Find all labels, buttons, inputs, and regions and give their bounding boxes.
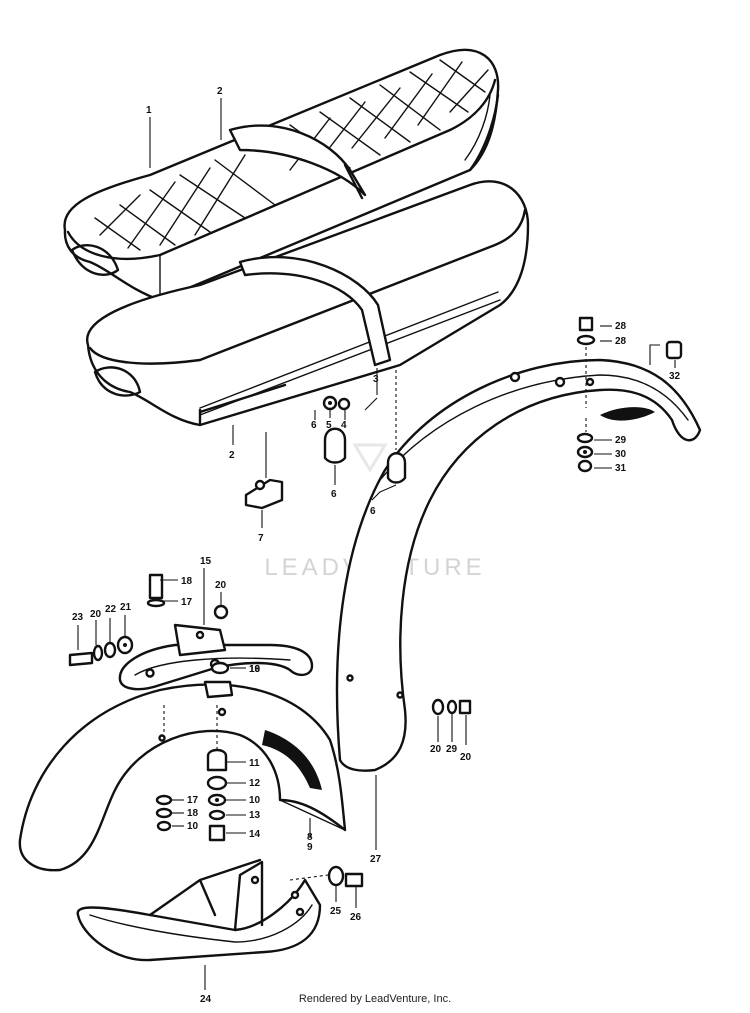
callout-20: 20 bbox=[430, 744, 442, 755]
callout-10: 10 bbox=[249, 795, 261, 806]
callout-15: 15 bbox=[200, 556, 212, 567]
callout-5: 5 bbox=[326, 420, 332, 431]
callout-17: 17 bbox=[181, 597, 193, 608]
callout-21: 21 bbox=[120, 602, 132, 613]
callout-28: 28 bbox=[615, 321, 627, 332]
callout-14: 14 bbox=[249, 829, 261, 840]
callout-25: 25 bbox=[330, 906, 342, 917]
callout-11: 11 bbox=[249, 758, 260, 769]
callout-8: 8 bbox=[307, 832, 313, 843]
callout-7: 7 bbox=[258, 533, 264, 544]
callout-3: 3 bbox=[373, 374, 379, 385]
fender-brace bbox=[118, 623, 314, 699]
footer-credit: Rendered by LeadVenture, Inc. bbox=[298, 993, 452, 1005]
callout-19: 19 bbox=[249, 664, 261, 675]
callout-30: 30 bbox=[615, 449, 627, 460]
callout-12: 12 bbox=[249, 778, 261, 789]
seat-quilted bbox=[63, 48, 500, 302]
callout-22: 22 bbox=[105, 604, 117, 615]
callout-2: 2 bbox=[229, 450, 235, 461]
callout-10: 10 bbox=[187, 821, 199, 832]
callout-6: 6 bbox=[311, 420, 317, 431]
front-fender bbox=[18, 683, 347, 872]
callout-17: 17 bbox=[187, 795, 199, 806]
callout-32: 32 bbox=[669, 371, 681, 382]
callout-18: 18 bbox=[181, 576, 193, 587]
callout-27: 27 bbox=[370, 854, 382, 865]
callout-labels: 1 2 2 3 4 5 6 6 6 7 8 9 10 10 11 12 13 1… bbox=[72, 86, 681, 1005]
callout-4: 4 bbox=[341, 420, 347, 431]
callout-16: 16 bbox=[249, 664, 261, 675]
callout-24: 24 bbox=[200, 994, 212, 1005]
callout-13: 13 bbox=[249, 810, 261, 821]
callout-28: 28 bbox=[615, 336, 627, 347]
callout-6: 6 bbox=[331, 489, 337, 500]
callout-20: 20 bbox=[460, 752, 472, 763]
callout-20: 20 bbox=[215, 580, 227, 591]
callout-31: 31 bbox=[615, 463, 627, 474]
callout-26: 26 bbox=[350, 912, 362, 923]
callout-9: 9 bbox=[307, 842, 313, 853]
callout-29: 29 bbox=[446, 744, 458, 755]
seat-plain bbox=[85, 180, 530, 427]
callout-1: 1 bbox=[146, 105, 152, 116]
callout-20: 20 bbox=[90, 609, 102, 620]
callout-29: 29 bbox=[615, 435, 627, 446]
leader-lines bbox=[77, 98, 676, 990]
callout-23: 23 bbox=[72, 612, 84, 623]
front-stay bbox=[76, 858, 322, 962]
callout-2: 2 bbox=[217, 86, 223, 97]
rear-fender bbox=[335, 358, 702, 772]
callout-18: 18 bbox=[187, 808, 199, 819]
hardware bbox=[68, 316, 683, 888]
callout-6: 6 bbox=[370, 506, 376, 517]
